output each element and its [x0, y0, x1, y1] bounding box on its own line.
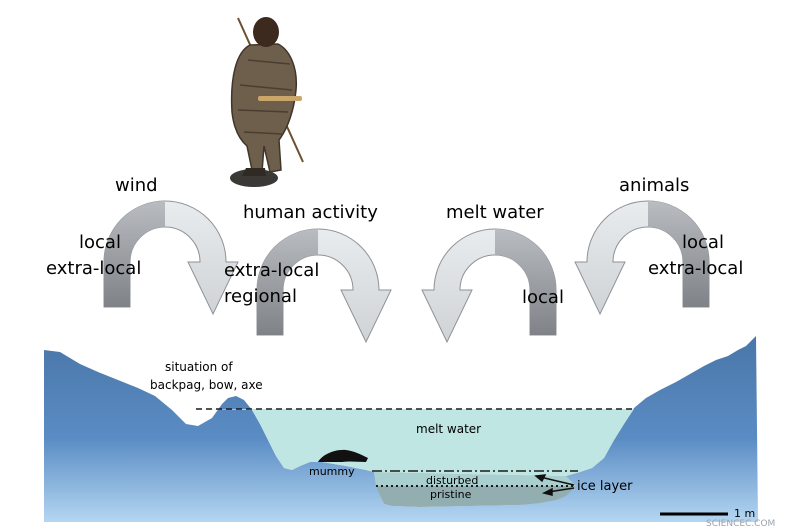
melt-water-label: melt water [416, 422, 481, 436]
watermark: SCIENCEC.COM [706, 519, 775, 529]
animals-scope-1: local [682, 232, 724, 253]
animals-scope-2: extra-local [648, 258, 743, 279]
human-activity-scope-1: extra-local [224, 260, 319, 281]
melt-water-title: melt water [446, 202, 544, 223]
melt-water-scope-1: local [522, 287, 564, 308]
mummy-label: mummy [309, 465, 355, 478]
mummy-icon [318, 449, 368, 462]
situation-label-2: backpag, bow, axe [150, 378, 263, 392]
ice-layer-label: ice layer [577, 479, 633, 494]
ice-layer-pointers [534, 474, 575, 496]
disturbed-label: disturbed [426, 474, 478, 487]
wind-scope-2: extra-local [46, 258, 141, 279]
melt-water-arrow-shade [495, 229, 556, 335]
pristine-ice-layer [376, 486, 576, 507]
human-activity-arrow-shade [257, 229, 318, 335]
wind-scope-1: local [79, 232, 121, 253]
wind-arrow-shade [104, 201, 165, 307]
wind-title: wind [115, 175, 158, 196]
human-activity-title: human activity [243, 202, 378, 223]
process-arrows [103, 200, 710, 344]
cross-section [44, 336, 758, 522]
animals-arrow-shade [648, 201, 709, 307]
terrain [44, 336, 758, 522]
iceman-figure-icon [230, 17, 304, 187]
melt-water-pool [196, 409, 634, 476]
human-activity-scope-2: regional [224, 286, 297, 307]
animals-title: animals [619, 175, 689, 196]
situation-label-1: situation of [165, 360, 233, 374]
disturbed-ice-layer [374, 472, 576, 486]
pristine-label: pristine [430, 488, 472, 501]
scale-label: 1 m [734, 507, 755, 520]
